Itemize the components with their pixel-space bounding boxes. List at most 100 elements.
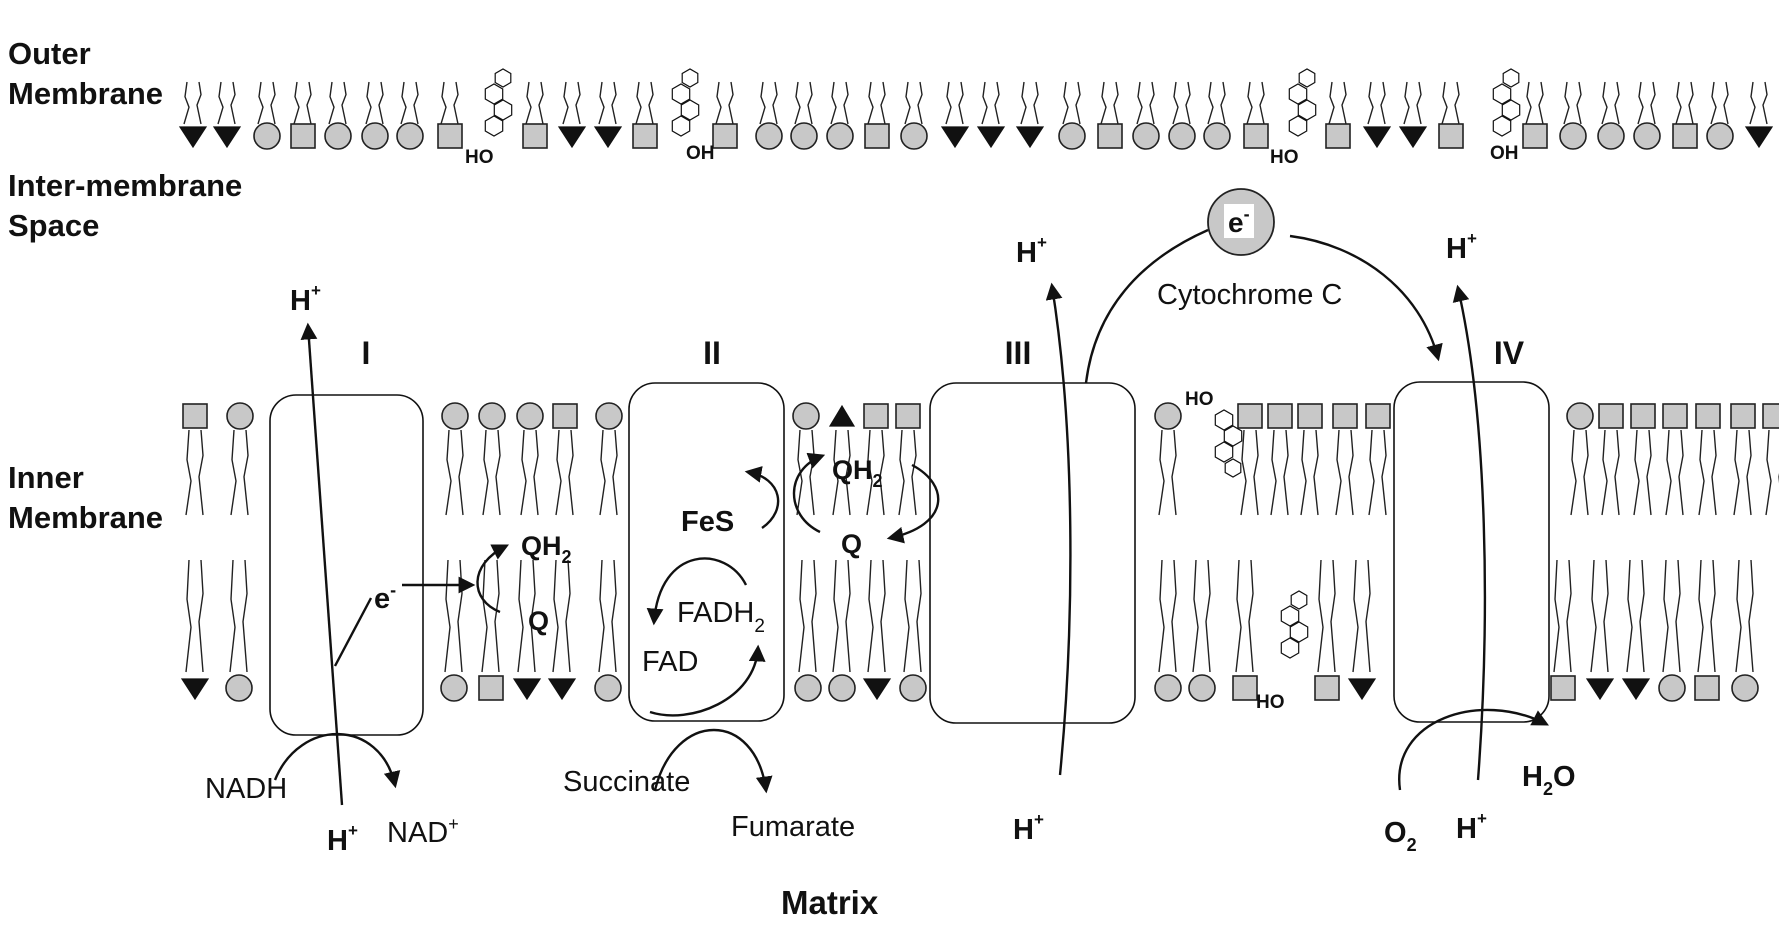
lipid-head-round — [594, 674, 622, 702]
sterol-ring — [671, 115, 691, 137]
lipid-head-square — [1695, 403, 1721, 429]
sterol-ring — [1288, 83, 1308, 105]
lipid-head-triangle — [1398, 126, 1428, 149]
lipid-head-triangle — [1585, 678, 1615, 701]
cyt-c-to-complex-iv-arrow — [1289, 234, 1443, 362]
lipid-tail — [1403, 81, 1410, 125]
lipid-head-triangle — [593, 126, 623, 149]
sterol-ring — [1297, 99, 1317, 121]
lipid-head-round — [828, 674, 856, 702]
cholesterol — [1214, 409, 1243, 478]
lipid-tail — [845, 559, 851, 673]
lipid-head-square — [1730, 403, 1756, 429]
lipid-head-round — [792, 402, 820, 430]
lipid-tail — [1335, 429, 1342, 516]
lipid-tail — [1367, 81, 1374, 125]
sterol-ring — [484, 83, 504, 105]
lipid-tail — [1563, 81, 1570, 125]
lipid-tail — [1566, 559, 1572, 673]
lipid-tail — [575, 81, 581, 125]
lipid-tail — [1441, 81, 1448, 125]
lipid-tail — [1711, 429, 1717, 516]
lipid-tail — [1637, 81, 1644, 125]
lipid-tail — [520, 429, 527, 516]
cholesterol — [1492, 68, 1521, 137]
lipid-tail — [958, 81, 964, 125]
qh2-label-complex-i: QH2 — [521, 531, 572, 567]
lipid-tail — [1675, 559, 1681, 673]
lipid-tail — [1633, 429, 1640, 516]
lipid-tail — [1746, 429, 1752, 516]
lipid-head-square — [1097, 123, 1123, 149]
lipid-tail — [413, 81, 419, 125]
lipid-tail — [230, 81, 236, 125]
lipid-head-round — [755, 122, 783, 150]
complex-iv-box — [1393, 381, 1550, 723]
lipid-head-round — [900, 122, 928, 150]
lipid-tail — [1158, 429, 1165, 516]
complex-iii-proton-top: H+ — [1016, 233, 1047, 269]
lipid-head-round — [361, 122, 389, 150]
lipid-tail — [1062, 81, 1069, 125]
lipid-tail — [198, 429, 204, 516]
complex-i-box — [269, 394, 424, 736]
lipid-head-triangle — [1744, 126, 1774, 149]
lipid-head-square — [1325, 123, 1351, 149]
lipid-head-square — [1267, 403, 1293, 429]
complex-iv-proton-bottom: H+ — [1456, 809, 1487, 845]
lipid-tail — [230, 429, 237, 516]
lipid-tail — [185, 559, 192, 673]
qh2-label-complex-ii: QH2 — [832, 455, 883, 491]
lipid-tail — [1368, 429, 1375, 516]
lipid-tail — [1113, 81, 1119, 125]
lipid-head-square — [1598, 403, 1624, 429]
lipid-tail — [1662, 559, 1669, 673]
lipid-tail — [444, 559, 451, 673]
lipid-head-round — [790, 122, 818, 150]
lipid-tail — [612, 429, 618, 516]
lipid-tail — [229, 559, 236, 673]
lipid-tail — [994, 81, 1000, 125]
lipid-tail — [1675, 81, 1682, 125]
lipid-tail — [1100, 81, 1107, 125]
hydroxyl-oh-label: OH — [686, 143, 715, 164]
lipid-tail — [1601, 81, 1608, 125]
complex-iii-label: III — [1005, 335, 1032, 371]
lipid-head-round — [1154, 402, 1182, 430]
lipid-head-square — [1297, 403, 1323, 429]
cholesterol — [1280, 590, 1309, 659]
lipid-tail — [1688, 81, 1694, 125]
lipid-head-triangle — [1621, 678, 1651, 701]
lipid-head-round — [396, 122, 424, 150]
lipid-tail — [1583, 429, 1589, 516]
lipid-head-round — [1154, 674, 1182, 702]
sterol-ring — [1492, 115, 1512, 137]
lipid-tail — [830, 81, 837, 125]
lipid-tail — [1185, 81, 1191, 125]
q-label-complex-i: Q — [528, 606, 549, 636]
lipid-tail — [772, 81, 778, 125]
fumarate-label: Fumarate — [731, 811, 855, 843]
lipid-tail — [1172, 81, 1179, 125]
lipid-tail — [1710, 81, 1717, 125]
lipid-tail — [328, 81, 335, 125]
lipid-tail — [1136, 81, 1143, 125]
lipid-tail — [832, 429, 839, 516]
sterol-ring — [681, 68, 699, 88]
lipid-head-round — [1566, 402, 1594, 430]
lipid-head-square — [712, 123, 738, 149]
lipid-tail — [1365, 559, 1371, 673]
complex-iv-proton-arrow — [1452, 284, 1487, 781]
lipid-tail — [1171, 429, 1177, 516]
lipid-head-round — [225, 674, 253, 702]
lipid-head-square — [478, 675, 504, 701]
sterol-ring — [1501, 99, 1521, 121]
cholesterol — [671, 68, 700, 137]
sterol-ring — [1214, 441, 1234, 463]
cytochrome-c-electron-bg — [1224, 204, 1254, 238]
lipid-head-round — [441, 402, 469, 430]
inner-membrane-label-line2: Membrane — [8, 500, 163, 535]
lipid-tail — [555, 429, 562, 516]
lipid-tail — [832, 559, 839, 673]
